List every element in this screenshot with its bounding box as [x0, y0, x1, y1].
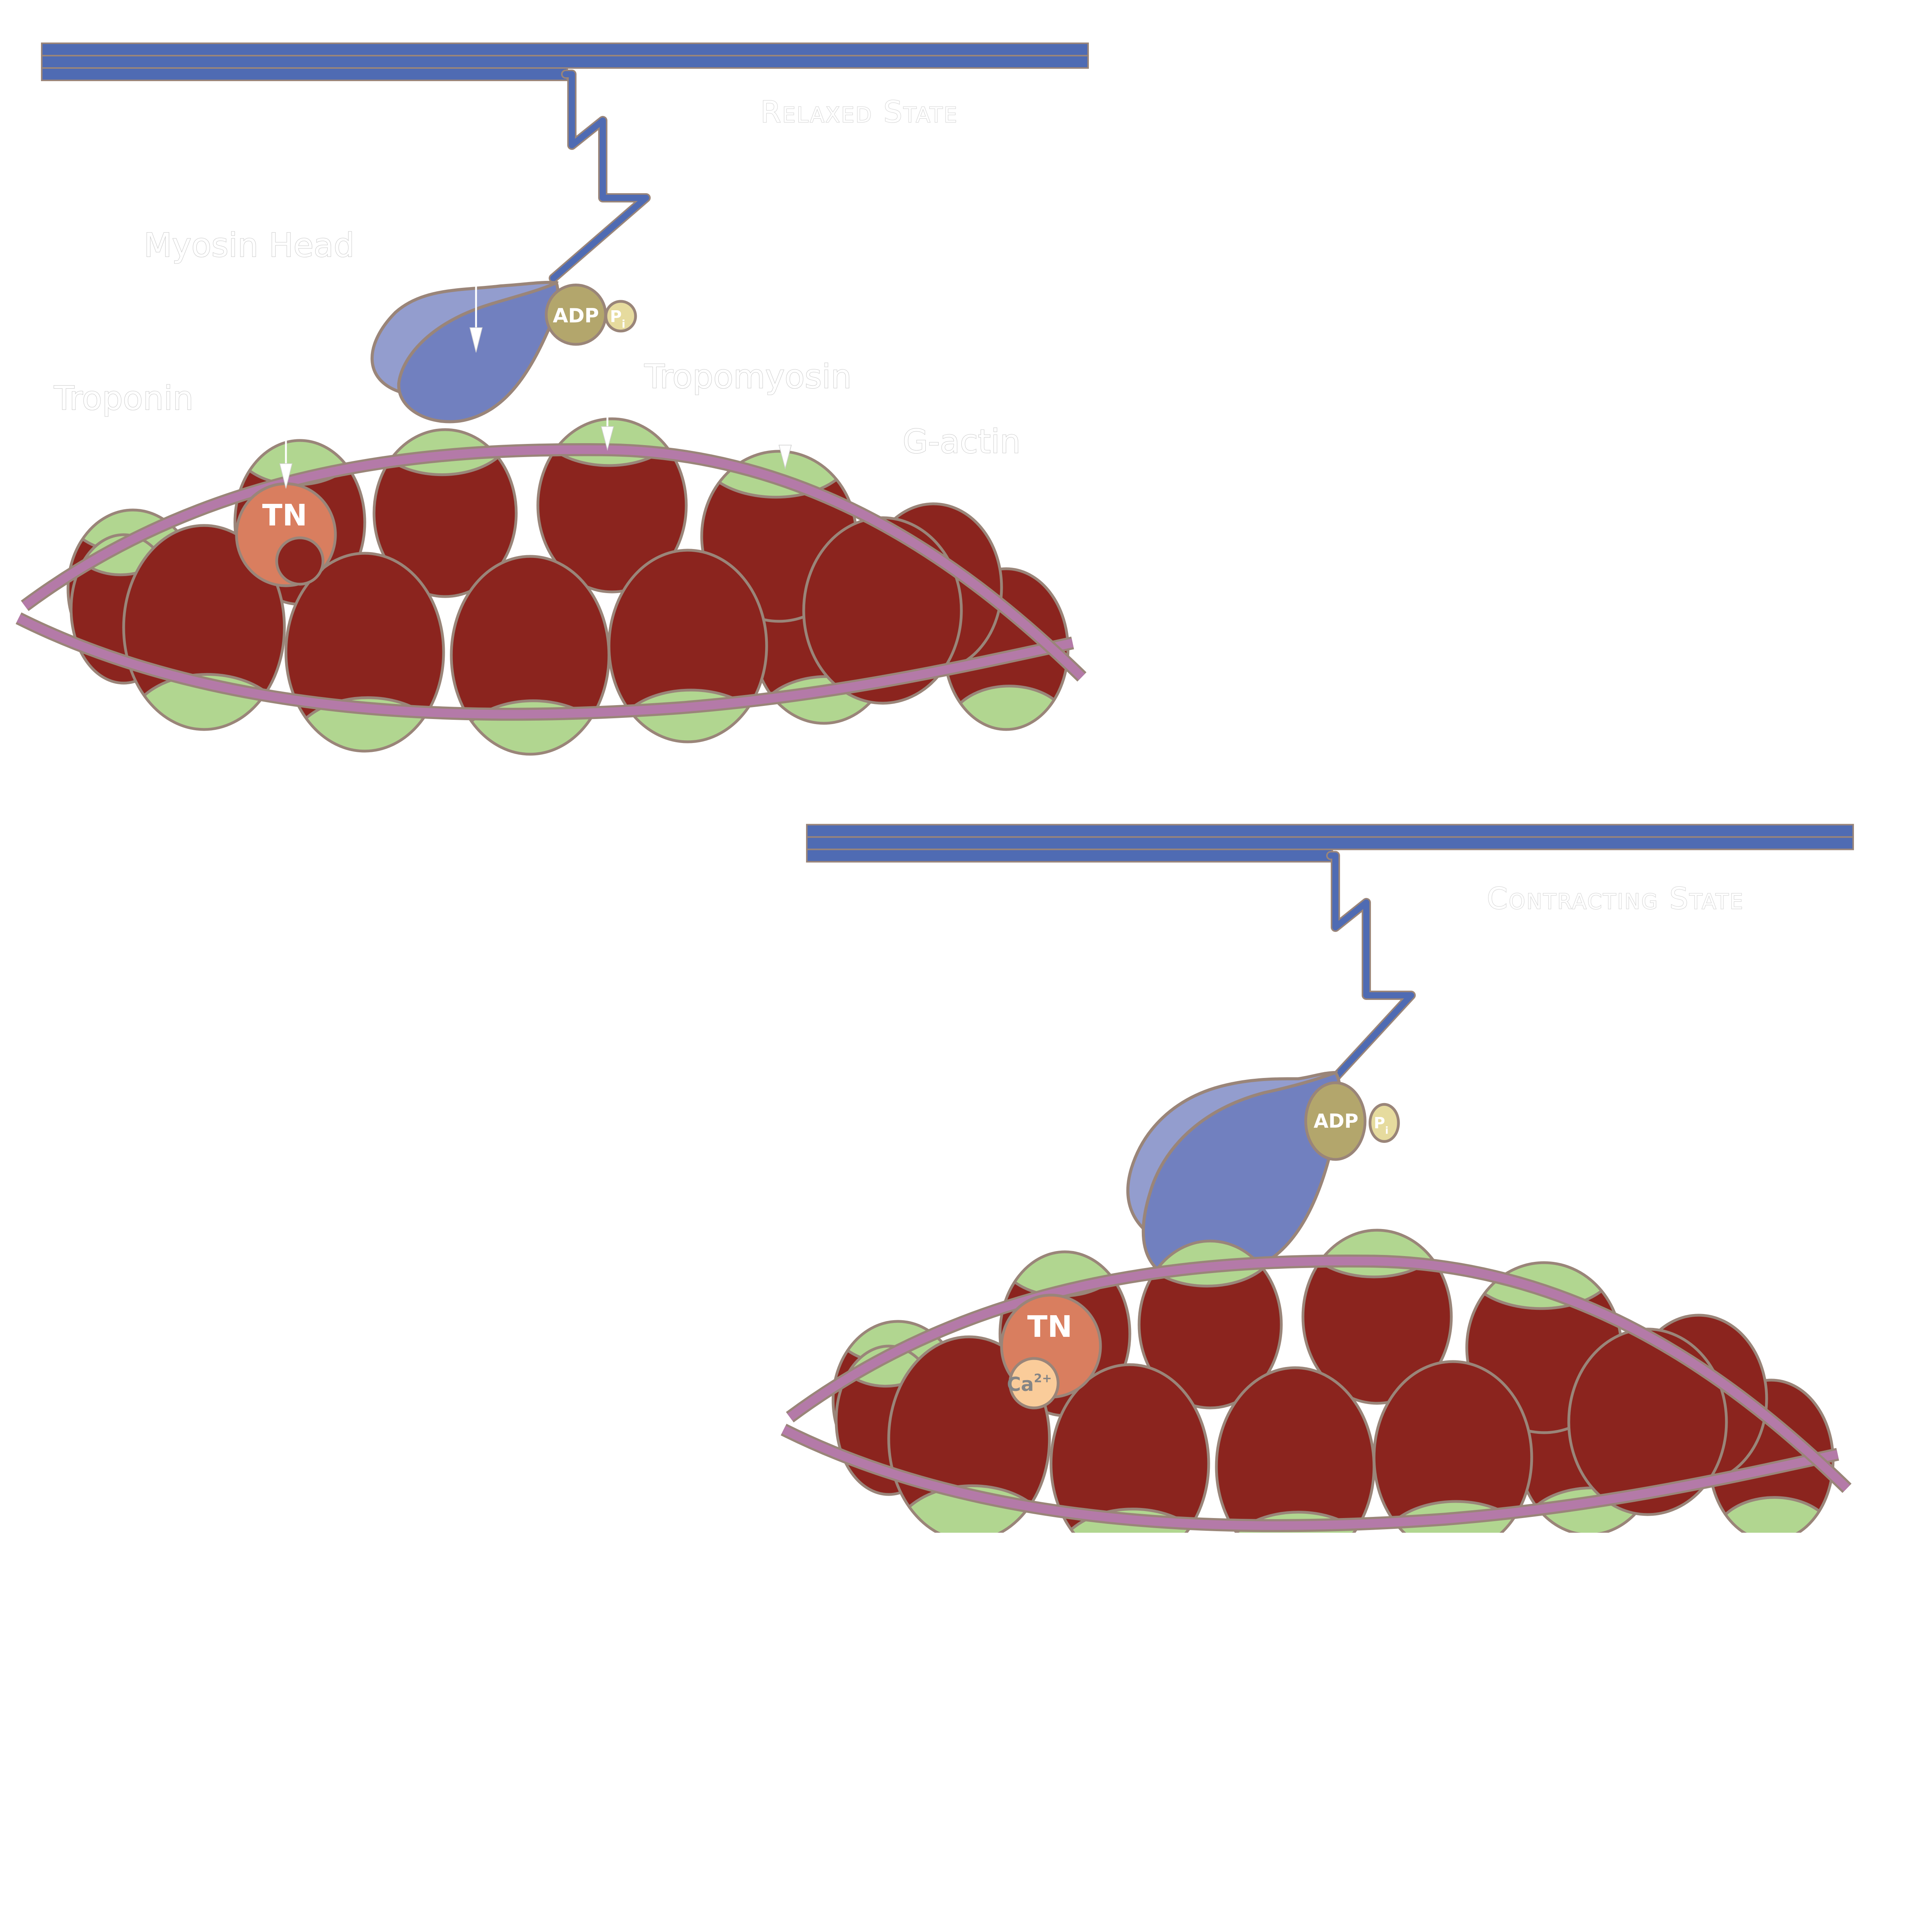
calcium-label: Ca2+ [1007, 1372, 1052, 1396]
bead-body [803, 517, 961, 703]
arrow-head-icon [469, 327, 483, 353]
bead-outline [1049, 1363, 1210, 1533]
myosin-binding-site [947, 685, 1068, 729]
tropomyosin-strand [781, 1423, 1839, 1532]
leader-line [606, 373, 640, 442]
relaxed-state-panel: ADP Pi TN Relaxed State Myosin Head Trop… [15, 42, 1089, 756]
troponin-complex: TN [235, 482, 337, 587]
bead-body [1216, 1368, 1374, 1533]
pi-subscript: i [622, 318, 625, 330]
calcium-body [1008, 1357, 1060, 1409]
bead-outline [372, 428, 518, 598]
thick-filament [806, 824, 1854, 863]
label-troponin [148, 395, 293, 489]
myosin-neck-core [550, 71, 649, 281]
label-text: Troponin [54, 379, 194, 417]
contracting-state-panel: ADP Pi TN Ca2+ Contracting State [781, 824, 1854, 1533]
bead-body [609, 550, 767, 742]
tropomyosin-strand [15, 612, 1074, 721]
g-actin-bead [284, 552, 445, 753]
adp-label: ADP [553, 304, 599, 327]
leader-line [383, 246, 477, 343]
bead-body [374, 429, 516, 597]
bead-outline [607, 549, 768, 743]
bead-body [537, 418, 686, 592]
calcium-symbol: Ca [1007, 1373, 1034, 1396]
bead-outline [1301, 1229, 1453, 1405]
phosphate-molecule: Pi [604, 300, 637, 333]
pi-main: P [610, 307, 621, 326]
bead-outline [1138, 1239, 1283, 1409]
myosin-neck-core [1316, 852, 1414, 1097]
thin-filament: TN Ca2+ [781, 1229, 1852, 1533]
bead-body [1303, 1230, 1451, 1403]
sarcomere-diagram: ADP Pi TN Relaxed State Myosin Head Trop… [15, 42, 1854, 1533]
bead-outline [122, 524, 286, 731]
calcium-ion: Ca2+ [1007, 1357, 1060, 1409]
myosin-head [1126, 1071, 1342, 1285]
adp-molecule: ADP [544, 283, 607, 346]
panel-title: Contracting State [1487, 882, 1744, 916]
tropomyosin-strand [786, 1254, 1852, 1493]
adp-molecule: ADP [1304, 1081, 1367, 1161]
label-text: G-actin [903, 422, 1020, 461]
label-tropomyosin [600, 373, 640, 451]
troponin-label: TN [1027, 1310, 1072, 1344]
g-actin-bead [1301, 1229, 1453, 1405]
myosin-binding-site [1712, 1496, 1833, 1533]
g-actin-bead [607, 549, 768, 743]
g-actin-bead [450, 555, 611, 756]
pi-main: P [1374, 1114, 1385, 1132]
bead-body [1051, 1365, 1209, 1533]
myosin-binding-site [892, 1484, 1049, 1533]
label-myosin-head [383, 246, 483, 353]
diagram-canvas: ADP Pi TN Relaxed State Myosin Head Trop… [15, 42, 1854, 1533]
troponin-label: TN [262, 498, 307, 533]
label-text: Myosin Head [144, 226, 354, 264]
label-g-actin [778, 439, 895, 470]
pi-label: Pi [610, 307, 625, 330]
myosin-binding-site [1054, 1508, 1209, 1533]
arrow-head-icon [279, 463, 293, 489]
adp-label: ADP [1314, 1110, 1359, 1132]
pi-subscript: i [1385, 1125, 1389, 1136]
bead-outline [1372, 1360, 1533, 1533]
actin-front-row [122, 516, 963, 756]
leader-line [148, 395, 287, 482]
calcium-charge: 2+ [1034, 1372, 1052, 1386]
g-actin-bead [1049, 1363, 1210, 1533]
troponin-complex: TN Ca2+ [1000, 1294, 1102, 1409]
bead-body [1568, 1329, 1726, 1515]
bead-body [1139, 1241, 1281, 1408]
bead-outline [536, 417, 688, 593]
tropomyosin-strand [20, 443, 1087, 682]
panel-title: Relaxed State [760, 95, 958, 129]
bead-body [1374, 1362, 1532, 1533]
pi-label: Pi [1374, 1114, 1388, 1136]
phosphate-molecule: Pi [1368, 1103, 1400, 1143]
bead-body [451, 556, 609, 754]
thick-filament [41, 42, 1089, 81]
bead-outline [887, 1335, 1051, 1533]
arrow-head-icon [600, 426, 614, 451]
actin-front-row [887, 1328, 1728, 1533]
arrow-head-icon [778, 445, 792, 470]
empty-calcium-site [275, 536, 325, 586]
bead-outline [284, 552, 445, 753]
myosin-head [371, 281, 560, 423]
thin-filament: TN [15, 417, 1087, 756]
myosin-binding-site [1219, 1511, 1374, 1533]
label-text: Tropomyosin [644, 357, 852, 396]
